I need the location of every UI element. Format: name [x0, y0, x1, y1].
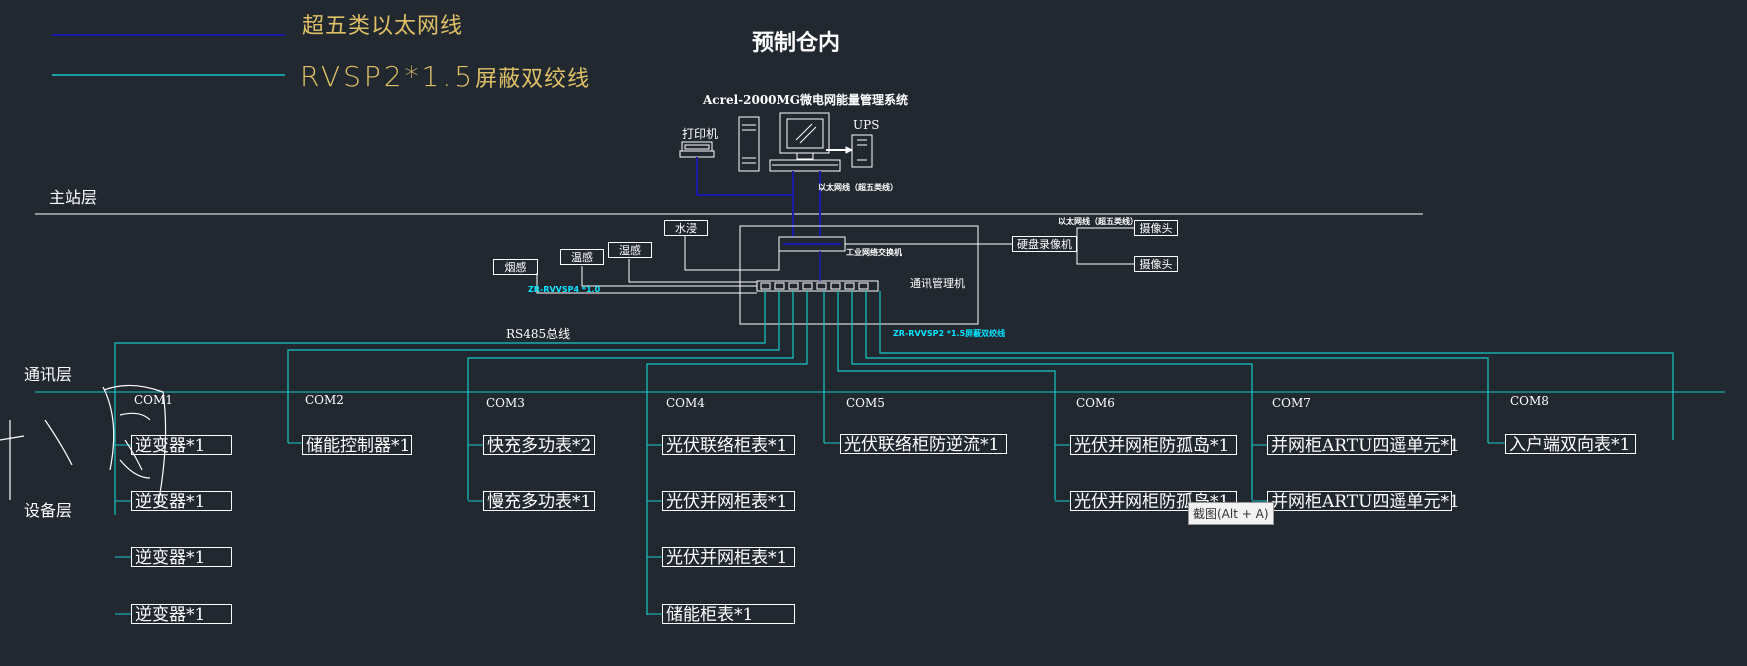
monitor-icon: [769, 112, 841, 172]
sensor-humidity: 湿感: [608, 242, 652, 258]
port-com8: COM8: [1510, 394, 1549, 408]
shield-cable-label: ZR-RVVSP2 *1.5屏蔽双绞线: [893, 329, 1006, 338]
page-title: 预制仓内: [752, 31, 841, 56]
legend-ethernet-label: 超五类以太网线: [302, 14, 464, 39]
nvr-box: 硬盘录像机: [1012, 236, 1077, 252]
device-pv-tie-meter: 光伏联络柜表*1: [662, 435, 795, 456]
device-pv-grid-meter-2: 光伏并网柜表*1: [662, 547, 795, 568]
layer-comm: 通讯层: [24, 365, 73, 384]
device-pv-anti-islanding-1: 光伏并网柜防孤岛*1: [1070, 435, 1237, 456]
rs485-cable-label: ZR-RVVSP4 *1.0: [528, 285, 601, 294]
device-pv-anti-backflow: 光伏联络柜防逆流*1: [840, 434, 1007, 455]
layer-device: 设备层: [24, 501, 73, 520]
system-name: Acrel-2000MG微电网能量管理系统: [703, 93, 909, 107]
port-com1: COM1: [134, 393, 173, 407]
screenshot-tooltip: 截图(Alt + A): [1188, 502, 1274, 525]
device-inverter-2: 逆变器*1: [131, 491, 232, 512]
handwritten-scribble: [0, 384, 167, 506]
device-artu-unit-1: 并网柜ARTU四遥单元*1: [1267, 435, 1460, 456]
sensor-water: 水浸: [664, 220, 708, 236]
comm-manager-ports: [760, 282, 869, 290]
camera-2: 摄像头: [1134, 256, 1178, 272]
device-pv-grid-meter-1: 光伏并网柜表*1: [662, 491, 795, 512]
ethernet-note: 以太网线（超五类线）: [818, 183, 898, 192]
sensor-lines: [536, 227, 1134, 294]
printer-icon: [679, 141, 715, 158]
legend-rs485-label: RVSP2*1.5屏蔽双绞线: [300, 63, 590, 91]
device-storage-controller: 储能控制器*1: [302, 435, 412, 456]
sensor-temp: 温感: [560, 249, 604, 265]
rs485-label: RS485总线: [506, 327, 571, 341]
nvr-net-note: 以太网线（超五类线）: [1058, 217, 1138, 226]
port-com3: COM3: [486, 396, 525, 410]
layer-main-station: 主站层: [49, 188, 98, 207]
port-com7: COM7: [1272, 396, 1311, 410]
port-com4: COM4: [666, 396, 705, 410]
ups-icon: [826, 134, 873, 168]
device-inverter-3: 逆变器*1: [131, 547, 232, 568]
printer-label: 打印机: [682, 127, 719, 141]
device-slow-charge-meter: 慢充多功表*1: [483, 491, 595, 512]
device-artu-unit-2: 并网柜ARTU四遥单元*1: [1267, 491, 1460, 512]
device-inverter-1: 逆变器*1: [131, 435, 232, 456]
pc-tower-icon: [738, 116, 760, 172]
ups-label: UPS: [853, 118, 880, 132]
device-inverter-4: 逆变器*1: [131, 604, 232, 625]
port-com5: COM5: [846, 396, 885, 410]
port-com6: COM6: [1076, 396, 1115, 410]
sensor-smoke: 烟感: [493, 259, 538, 275]
legend-rs485-suffix: 屏蔽双绞线: [475, 67, 591, 92]
device-bidirectional-meter: 入户端双向表*1: [1505, 434, 1636, 455]
cabinet-outline: [739, 225, 979, 325]
rs485-bus-lines: [114, 291, 1674, 615]
switch-label: 工业网络交换机: [846, 248, 902, 257]
manager-label: 通讯管理机: [910, 277, 965, 290]
port-com2: COM2: [305, 393, 344, 407]
device-branch-lines: [115, 442, 1505, 615]
device-fast-charge-meter: 快充多功表*2: [483, 435, 595, 456]
legend-rs485-prefix: RVSP2*1.5: [300, 60, 476, 93]
device-storage-meter: 储能柜表*1: [662, 604, 795, 625]
camera-1: 摄像头: [1134, 220, 1178, 236]
